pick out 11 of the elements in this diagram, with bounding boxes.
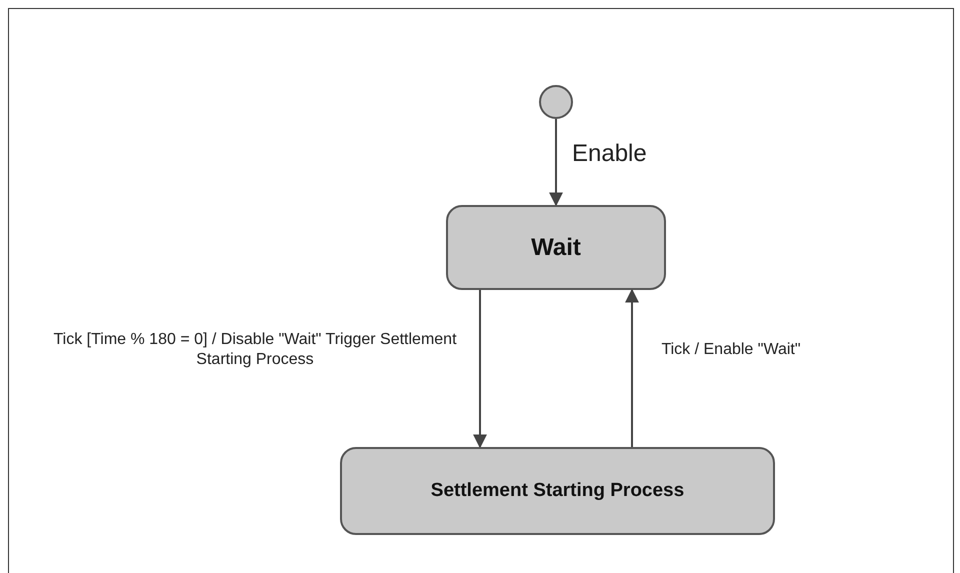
- state-box: [340, 447, 775, 535]
- arrow: [549, 119, 563, 206]
- edge-label: Tick [Time % 180 = 0] / Disable "Wait" Trigger Settlement Starting Process: [52, 330, 458, 370]
- state-name: Wait: [531, 232, 581, 262]
- initial-state: [539, 85, 573, 119]
- edge-label: Enable: [572, 139, 648, 169]
- arrow: [473, 290, 487, 448]
- state-box: [446, 205, 666, 290]
- arrow: [625, 288, 639, 447]
- edge-label: Tick / Enable "Wait": [660, 340, 802, 360]
- state-name: Settlement Starting Process: [430, 479, 686, 503]
